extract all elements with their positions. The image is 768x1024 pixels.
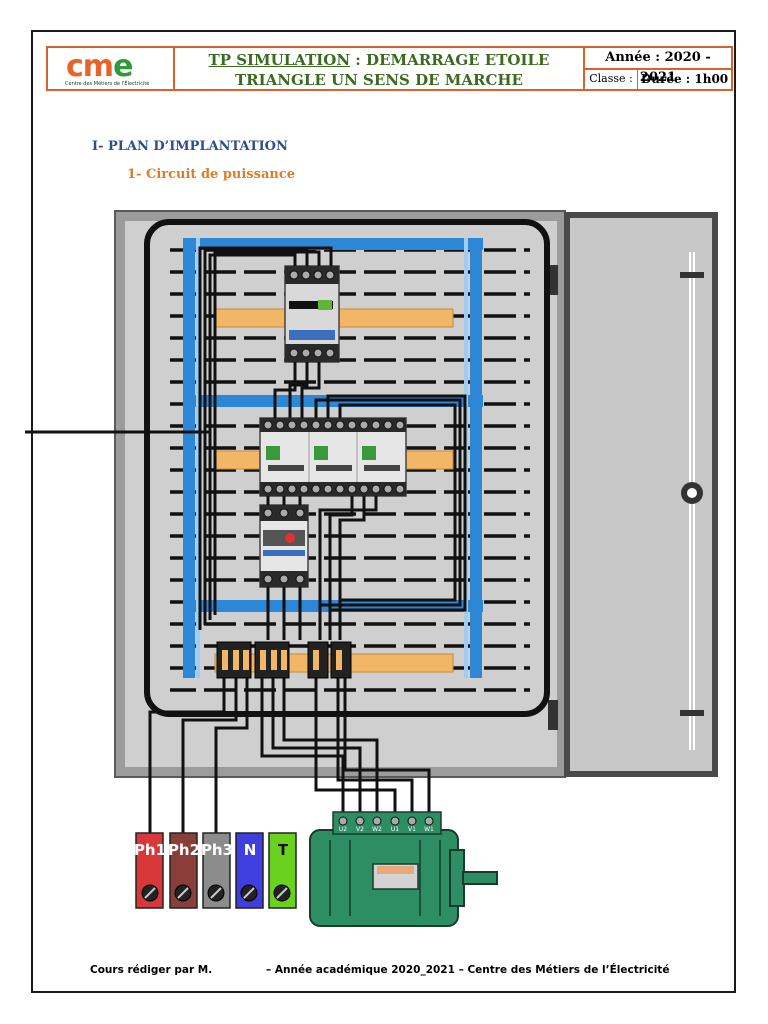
hinge-top	[548, 265, 558, 295]
terminal-label-ph2: Ph2	[168, 841, 200, 859]
terminal-label-t: T	[278, 841, 289, 859]
motor-terminal-v2: V2	[356, 826, 364, 833]
logo-word: cme	[66, 49, 133, 84]
motor-terminal-v1: V1	[408, 826, 416, 833]
contactors	[259, 417, 407, 497]
duree-label: Durée : 1h00	[640, 72, 729, 86]
page-border	[31, 30, 736, 993]
info-box: Année : 2020 - 2021 Classe : Durée : 1h0…	[585, 46, 733, 91]
academic-year: Année : 2020 - 2021	[585, 46, 733, 85]
logo: cme Centre des Métiers de l'Électricité	[46, 46, 175, 91]
logo-subtitle: Centre des Métiers de l'Électricité	[65, 81, 150, 87]
footer-credits: – Année académique 2020_2021 – Centre de…	[266, 964, 670, 976]
motor-terminal-u2: U2	[339, 826, 347, 833]
title-line2: TRIANGLE UN SENS DE MARCHE	[235, 71, 523, 89]
terminal-blocks	[216, 641, 352, 679]
classe-label: Classe :	[585, 70, 638, 89]
wire-ducts	[183, 238, 483, 678]
document-title: TP SIMULATION : DEMARRAGE ETOILE TRIANGL…	[175, 46, 585, 91]
motor-icon: U2 V2 W2 U1 V1 W1	[309, 811, 498, 927]
header: cme Centre des Métiers de l'Électricité …	[46, 46, 733, 91]
terminal-label-ph3: Ph3	[201, 841, 233, 859]
section-title: I- PLAN D’IMPLANTATION	[92, 139, 288, 154]
hinge-bottom	[548, 700, 558, 730]
footer-author: Cours rédiger par M.	[90, 964, 213, 976]
motor-terminal-w1: W1	[424, 826, 434, 833]
motor-terminal-w2: W2	[372, 826, 382, 833]
thermal-overload-relay	[259, 504, 309, 588]
power-wiring	[25, 246, 467, 880]
motor-terminal-u1: U1	[391, 826, 399, 833]
terminal-label-ph1: Ph1	[134, 841, 166, 859]
section-subtitle: 1- Circuit de puissance	[127, 167, 296, 182]
title-rest: : DEMARRAGE ETOILE	[350, 51, 550, 69]
title-prefix: TP SIMULATION	[208, 51, 351, 69]
motor-circuit-breaker	[284, 265, 340, 363]
terminal-label-n: N	[244, 841, 257, 859]
supply-terminals: Ph1 Ph2 Ph3 N T	[134, 832, 297, 909]
